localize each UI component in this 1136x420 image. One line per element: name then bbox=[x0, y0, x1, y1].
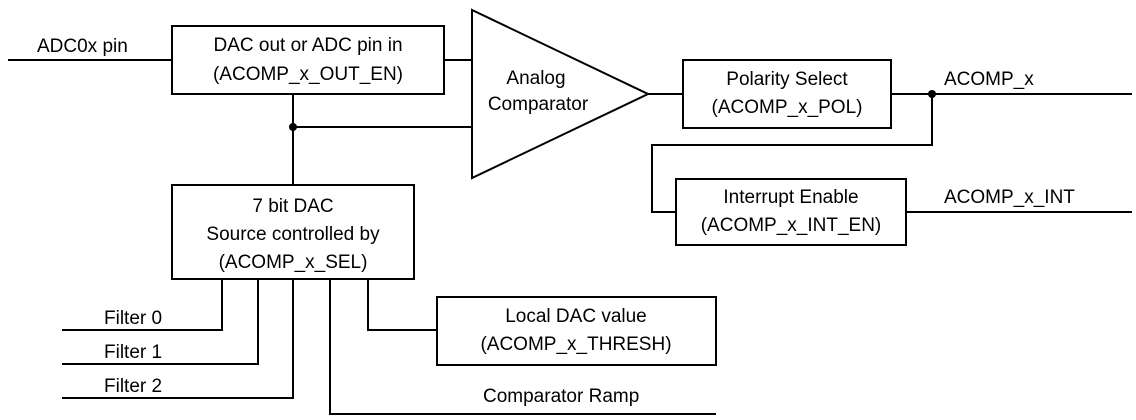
acomp-output-label: ACOMP_x bbox=[944, 69, 1034, 90]
polarity-select-box bbox=[682, 59, 892, 129]
polarity-box-line2: (ACOMP_x_POL) bbox=[712, 97, 863, 118]
comparator-label-line2: Comparator bbox=[488, 94, 589, 115]
filter0-label: Filter 0 bbox=[104, 308, 162, 329]
junction-dot bbox=[289, 123, 297, 131]
dac-box-line3: (ACOMP_x_SEL) bbox=[219, 252, 368, 273]
dac-out-box-line2: (ACOMP_x_OUT_EN) bbox=[213, 64, 403, 85]
comparator-ramp-wire bbox=[329, 279, 716, 415]
filter1-wire bbox=[62, 279, 259, 365]
local-dac-box-line1: Local DAC value bbox=[505, 306, 647, 327]
acomp-int-output-label: ACOMP_x_INT bbox=[944, 187, 1075, 208]
dac-box-line1: 7 bit DAC bbox=[252, 196, 333, 217]
polarity-box-line1: Polarity Select bbox=[726, 69, 848, 90]
local-dac-box-line2: (ACOMP_x_THRESH) bbox=[480, 334, 671, 355]
dac-out-box-line1: DAC out or ADC pin in bbox=[213, 35, 402, 56]
comparator-ramp-label: Comparator Ramp bbox=[483, 386, 639, 407]
interrupt-box-line2: (ACOMP_x_INT_EN) bbox=[701, 215, 882, 236]
interrupt-branch-wire bbox=[651, 94, 933, 213]
dac-box-line2: Source controlled by bbox=[206, 224, 380, 245]
analog-comparator bbox=[471, 8, 651, 180]
adc-pin-label: ADC0x pin bbox=[37, 36, 128, 57]
filter1-label: Filter 1 bbox=[104, 342, 162, 363]
filter0-wire bbox=[62, 279, 223, 331]
local-dac-value-box bbox=[436, 296, 717, 366]
comparator-label-line1: Analog bbox=[506, 68, 565, 89]
local-dac-wire bbox=[367, 279, 437, 331]
interrupt-box-line1: Interrupt Enable bbox=[723, 187, 858, 208]
filter2-label: Filter 2 bbox=[104, 376, 162, 397]
filter2-wire bbox=[62, 279, 294, 399]
